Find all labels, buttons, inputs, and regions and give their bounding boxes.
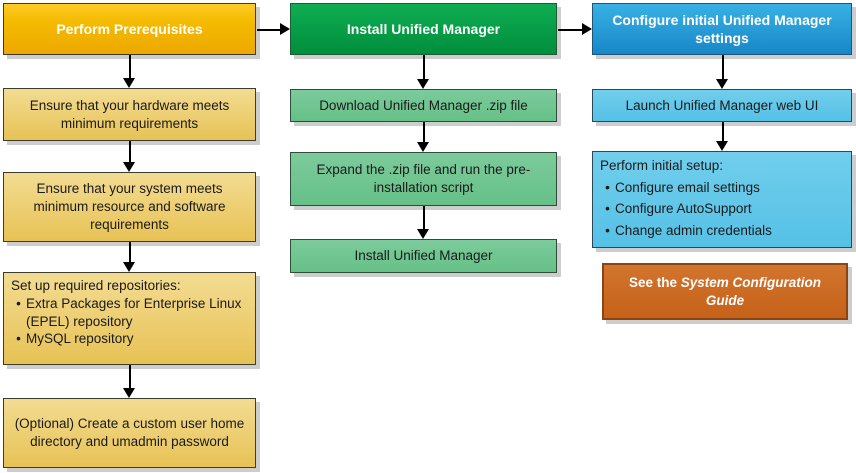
header-install-unified-manager: Install Unified Manager — [290, 3, 557, 55]
arrow-line — [558, 29, 584, 31]
arrow-down-icon — [123, 365, 136, 398]
arrow-right-icon — [257, 23, 290, 36]
step-label: Expand the .zip file and run the pre-ins… — [316, 162, 531, 195]
arrow-head — [417, 229, 429, 239]
header-label: Perform Prerequisites — [56, 21, 203, 37]
arrow-down-icon — [716, 122, 729, 151]
arrow-line — [129, 141, 131, 164]
bullet-icon: • — [16, 295, 21, 311]
step-download-zip: Download Unified Manager .zip file — [290, 89, 557, 122]
arrow-down-icon — [417, 122, 430, 152]
bullet-icon: • — [605, 201, 610, 216]
arrow-head — [417, 142, 429, 152]
bullet-item: • MySQL repository — [11, 330, 249, 348]
bullet-item: • Configure email settings — [600, 177, 845, 199]
arrow-down-icon — [417, 55, 430, 89]
step-label: Install Unified Manager — [354, 248, 493, 263]
bullet-item: • Configure AutoSupport — [600, 198, 845, 220]
arrow-line — [129, 242, 131, 264]
bullet-icon: • — [16, 331, 21, 347]
step-setup-repositories: Set up required repositories: • Extra Pa… — [3, 272, 256, 365]
step-label: Launch Unified Manager web UI — [625, 97, 819, 113]
step-label: (Optional) Create a custom user home dir… — [14, 416, 245, 449]
arrow-down-icon — [123, 242, 136, 272]
arrow-head — [123, 388, 135, 398]
step-label: Download Unified Manager .zip file — [319, 97, 528, 113]
header-label: Install Unified Manager — [346, 21, 501, 37]
arrow-head — [417, 79, 429, 89]
arrow-line — [722, 55, 724, 81]
arrow-line — [257, 29, 282, 31]
arrow-head — [123, 262, 135, 272]
step-install-um: Install Unified Manager — [290, 239, 557, 273]
arrow-head — [716, 141, 728, 151]
bullet-label: Configure email settings — [615, 179, 760, 195]
arrow-line — [423, 55, 425, 81]
bullet-icon: • — [605, 179, 610, 195]
arrow-down-icon — [716, 55, 729, 89]
step-initial-setup: Perform initial setup: • Configure email… — [592, 151, 852, 248]
arrow-line — [423, 206, 425, 231]
step-expand-zip: Expand the .zip file and run the pre-ins… — [290, 152, 557, 206]
step-label: Ensure that your hardware meets minimum … — [29, 97, 230, 131]
arrow-down-icon — [417, 206, 430, 239]
step-system-requirements: Ensure that your system meets minimum re… — [3, 172, 256, 242]
step-hardware-requirements: Ensure that your hardware meets minimum … — [3, 88, 256, 141]
arrow-head — [582, 23, 592, 35]
header-label: Configure initial Unified Manager settin… — [612, 12, 832, 46]
header-configure-initial-settings: Configure initial Unified Manager settin… — [592, 3, 852, 55]
arrow-head — [123, 162, 135, 172]
arrow-line — [129, 55, 131, 80]
bullet-item: • Change admin credentials — [600, 220, 845, 242]
bullet-label: MySQL repository — [26, 331, 134, 347]
note-label: See the System Configuration Guide — [612, 274, 838, 310]
bullet-icon: • — [605, 222, 610, 238]
bullet-label: Change admin credentials — [615, 222, 772, 238]
arrow-line — [129, 365, 131, 390]
arrow-head — [123, 78, 135, 88]
header-perform-prerequisites: Perform Prerequisites — [3, 3, 256, 55]
arrow-right-icon — [558, 23, 592, 36]
step-title: Set up required repositories: — [11, 278, 181, 293]
arrow-down-icon — [123, 55, 136, 88]
arrow-down-icon — [123, 141, 136, 172]
arrow-head — [716, 79, 728, 89]
step-launch-web-ui: Launch Unified Manager web UI — [592, 89, 852, 122]
note-system-configuration-guide: See the System Configuration Guide — [602, 263, 848, 320]
arrow-line — [423, 122, 425, 144]
bullet-label: Configure AutoSupport — [615, 201, 752, 216]
step-title: Perform initial setup: — [600, 158, 724, 173]
arrow-line — [722, 122, 724, 143]
step-label: Ensure that your system meets minimum re… — [33, 181, 226, 232]
note-guide-title: System Configuration Guide — [680, 274, 822, 308]
step-custom-user: (Optional) Create a custom user home dir… — [3, 398, 256, 468]
bullet-item: • Extra Packages for Enterprise Linux (E… — [11, 295, 249, 331]
bullet-label: Extra Packages for Enterprise Linux (EPE… — [26, 295, 242, 329]
note-prefix: See the — [628, 274, 681, 290]
arrow-head — [280, 23, 290, 35]
